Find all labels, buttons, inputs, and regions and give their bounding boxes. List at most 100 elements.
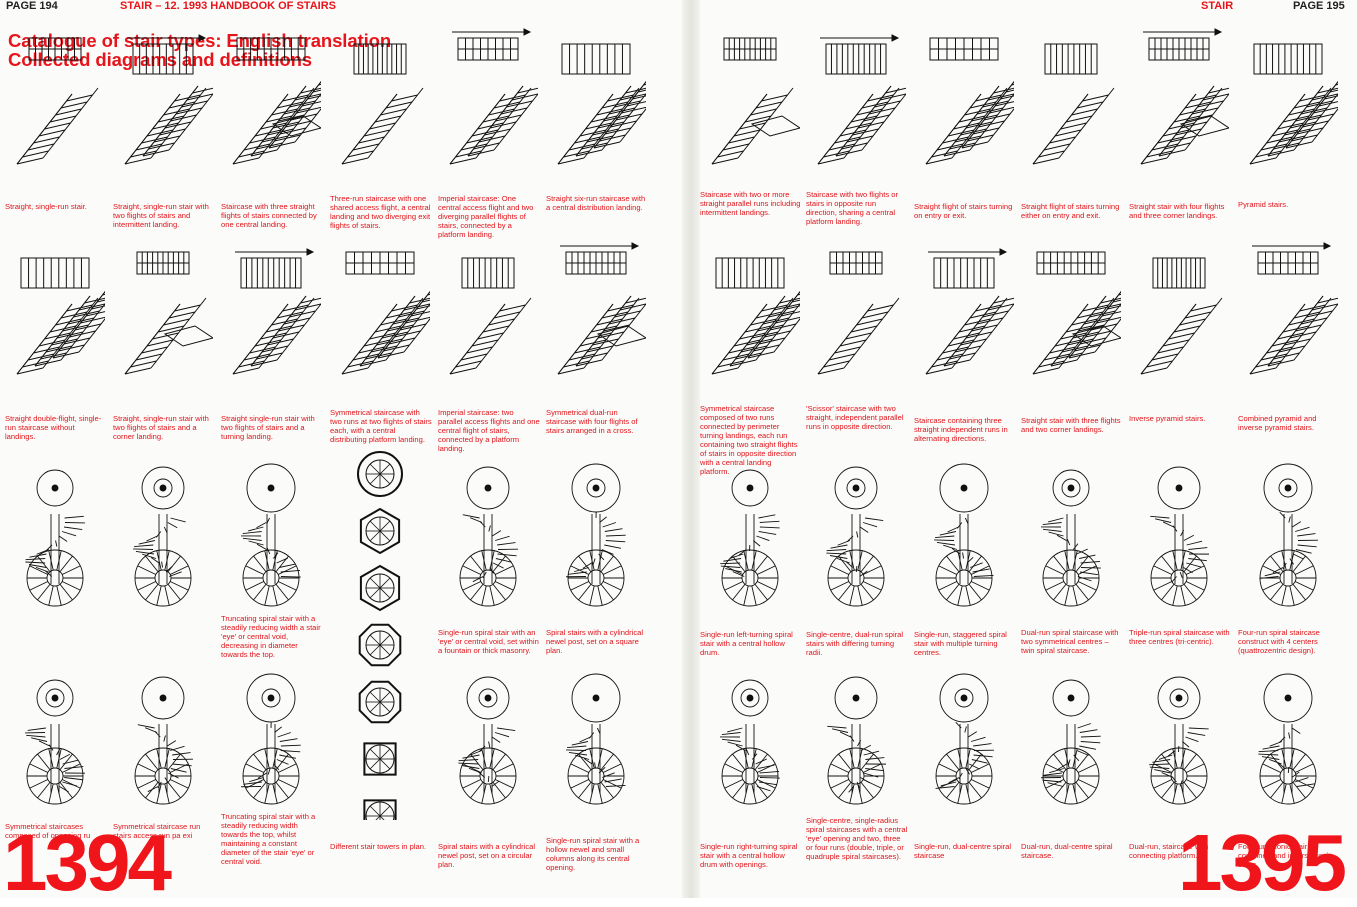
stair-diagram xyxy=(700,24,800,199)
stair-diagram-drawing xyxy=(700,450,800,622)
stair-diagram-drawing xyxy=(438,238,538,404)
stair-diagram xyxy=(1129,450,1229,627)
stair-diagram xyxy=(221,238,321,409)
stair-diagram-drawing xyxy=(113,660,213,820)
stair-caption: Dual-run spiral staircase with two symme… xyxy=(1021,628,1123,655)
stair-diagram-drawing xyxy=(806,450,906,622)
stair-diagram-drawing xyxy=(330,450,430,820)
stair-diagram-drawing xyxy=(113,24,213,194)
stair-diagram xyxy=(700,450,800,627)
right-page-number: 195 xyxy=(1326,0,1344,12)
stair-diagram xyxy=(1129,238,1229,409)
stair-caption: Straight single-run stair with two fligh… xyxy=(221,414,323,441)
stair-diagram xyxy=(806,238,906,409)
stair-caption: Straight, single-run stair with two flig… xyxy=(113,414,215,441)
stair-diagram-drawing xyxy=(1129,24,1229,194)
stair-caption: Straight six-run staircase with a centra… xyxy=(546,194,648,212)
left-page-label: PAGE xyxy=(6,0,36,12)
stair-diagram-drawing xyxy=(546,238,646,404)
stair-diagram-drawing xyxy=(5,238,105,404)
stair-caption: Triple-run spiral staircase with three c… xyxy=(1129,628,1231,646)
stair-diagram-drawing xyxy=(1238,238,1338,404)
stair-diagram xyxy=(914,238,1014,409)
stair-diagram xyxy=(1129,24,1229,199)
stair-diagram-drawing xyxy=(221,238,321,404)
stair-caption: Symmetrical staircase with two runs at t… xyxy=(330,408,432,444)
stair-diagram xyxy=(806,660,906,825)
stair-caption: Imperial staircase: One central access f… xyxy=(438,194,540,239)
stair-diagram xyxy=(1238,450,1338,627)
stair-caption: Different stair towers in plan. xyxy=(330,842,432,851)
stair-diagram-drawing xyxy=(914,450,1014,622)
stair-diagram xyxy=(546,660,646,825)
stair-diagram-drawing xyxy=(914,238,1014,404)
running-title: STAIR – 12. 1993 HANDBOOK OF STAIRS xyxy=(120,0,336,13)
stair-diagram-drawing xyxy=(1238,24,1338,194)
stair-diagram xyxy=(700,660,800,825)
stair-diagram xyxy=(5,238,105,409)
stair-caption: Spiral stairs with a cylindrical newel p… xyxy=(438,842,540,869)
stair-caption: Symmetrical dual-run staircase with four… xyxy=(546,408,648,435)
stair-caption: Straight flight of stairs turning on ent… xyxy=(914,202,1016,220)
right-page-label: PAGE xyxy=(1293,0,1323,12)
left-page-number: 194 xyxy=(39,0,57,12)
stair-caption: Single-run left-turning spiral stair wit… xyxy=(700,630,802,657)
stair-caption: Inverse pyramid stairs. xyxy=(1129,414,1231,423)
stair-diagram-drawing xyxy=(1021,238,1121,404)
stair-diagram xyxy=(1129,660,1229,825)
stair-diagram-drawing xyxy=(438,660,538,820)
stair-diagram xyxy=(546,24,646,199)
stair-diagram-drawing xyxy=(700,238,800,404)
stair-diagram xyxy=(330,238,430,409)
stair-diagram xyxy=(221,660,321,825)
stair-diagram-drawing xyxy=(806,24,906,194)
stair-diagram-drawing xyxy=(914,24,1014,194)
stair-diagram xyxy=(5,660,105,825)
stair-caption: Dual-run, dual-centre spiral staircase. xyxy=(1021,842,1123,860)
stair-diagram-drawing xyxy=(700,660,800,820)
stair-diagram xyxy=(914,450,1014,627)
stair-diagram-drawing xyxy=(1021,660,1121,820)
stair-diagram-drawing xyxy=(1238,450,1338,622)
stair-caption: Staircase with two flights or stairs in … xyxy=(806,190,908,226)
stair-diagram xyxy=(113,450,213,627)
stair-caption: Pyramid stairs. xyxy=(1238,200,1340,209)
stair-diagram xyxy=(221,450,321,627)
stair-caption: Truncating spiral stair with a steadily … xyxy=(221,812,323,866)
stair-diagram-drawing xyxy=(806,660,906,820)
stair-caption: Imperial staircase: two parallel access … xyxy=(438,408,540,453)
stair-diagram xyxy=(438,450,538,627)
stair-diagram xyxy=(546,450,646,627)
stair-caption: Single-run, staggered spiral stair with … xyxy=(914,630,1016,657)
right-page-big-number: 1395 xyxy=(1178,823,1344,903)
stair-diagram-drawing xyxy=(113,450,213,622)
stair-caption: Straight, single-run stair. xyxy=(5,202,107,211)
stair-caption: Three-run staircase with one shared acce… xyxy=(330,194,432,230)
stair-diagram-drawing xyxy=(438,450,538,622)
stair-diagram xyxy=(914,660,1014,825)
stair-diagram-drawing xyxy=(330,238,430,404)
stair-diagram xyxy=(113,238,213,409)
stair-caption: Spiral stairs with a cylindrical newel p… xyxy=(546,628,648,655)
stair-diagram-drawing xyxy=(221,450,321,622)
stair-caption: Single-centre, single-radius spiral stai… xyxy=(806,816,908,861)
stair-diagram xyxy=(1021,450,1121,627)
stair-diagram xyxy=(438,660,538,825)
stair-caption: Truncating spiral stair with a steadily … xyxy=(221,614,323,659)
stair-caption: Staircase containing three straight inde… xyxy=(914,416,1016,443)
stair-diagram-drawing xyxy=(1129,660,1229,820)
stair-diagram-drawing xyxy=(5,24,105,194)
stair-diagram xyxy=(700,238,800,409)
stair-diagram-drawing xyxy=(1021,450,1121,622)
left-page-header: PAGE 194 xyxy=(6,0,58,13)
stair-diagram-drawing xyxy=(1238,660,1338,820)
stair-diagram-drawing xyxy=(113,238,213,404)
stair-diagram xyxy=(438,24,538,199)
stair-diagram-drawing xyxy=(1129,450,1229,622)
stair-diagram xyxy=(438,238,538,409)
stair-diagram xyxy=(113,660,213,825)
stair-diagram-drawing xyxy=(546,660,646,820)
right-page-header: PAGE 195 xyxy=(1293,0,1345,13)
stair-caption: Single-run spiral stair with a hollow ne… xyxy=(546,836,648,872)
